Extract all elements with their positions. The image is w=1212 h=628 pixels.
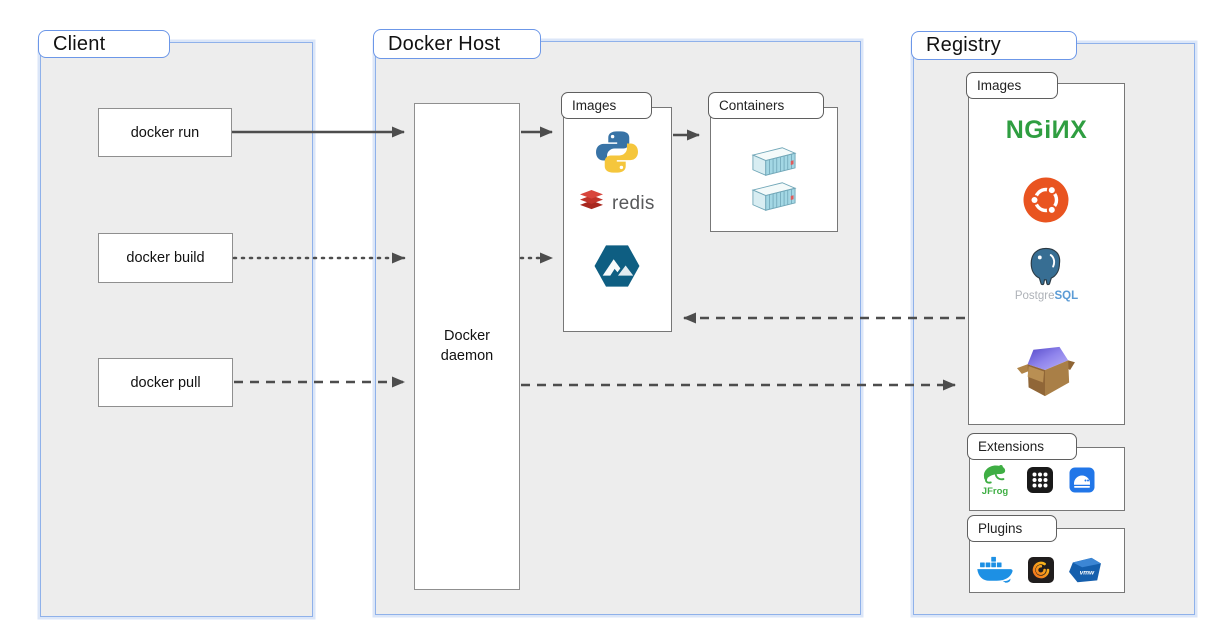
containers-group-tab: Containers (708, 92, 824, 119)
grafana-icon (1027, 556, 1055, 584)
registry-images-group-tab: Images (966, 72, 1058, 99)
vmware-text: vmw (1080, 570, 1095, 577)
client-frame-label: Client (53, 32, 106, 55)
redis-text: redis (612, 193, 655, 214)
host-images-group-tab: Images (561, 92, 652, 119)
docker-host-frame-tab: Docker Host (373, 29, 541, 59)
docker-build-node: docker build (98, 233, 233, 283)
host-images-group-label: Images (572, 98, 617, 113)
containers-group-label: Containers (719, 98, 785, 113)
jfrog-text: JFrog (981, 486, 1009, 497)
app-grid-icon (1026, 466, 1054, 494)
container-icon (750, 145, 798, 178)
docker-daemon-node: Docker daemon (414, 103, 520, 590)
docker-run-node: docker run (98, 108, 232, 157)
registry-frame-tab: Registry (911, 31, 1077, 60)
postgresql-wordmark: PostgreSQL (968, 290, 1125, 302)
busybox-icon (1013, 342, 1077, 398)
client-frame-tab: Client (38, 30, 170, 58)
docker-host-frame-label: Docker Host (388, 32, 501, 55)
python-icon (594, 129, 640, 175)
alpine-linux-icon (592, 244, 642, 288)
ubuntu-icon (1023, 177, 1069, 223)
redis-logo: redis (578, 190, 655, 218)
nginx-logo: NGiИX (1005, 116, 1088, 144)
container-icon (750, 180, 798, 213)
plugins-group-tab: Plugins (967, 515, 1057, 542)
storage-app-icon (1069, 467, 1095, 493)
plugins-group-label: Plugins (978, 521, 1023, 536)
docker-pull-node: docker pull (98, 358, 233, 407)
docker-pull-label: docker pull (130, 374, 201, 391)
extensions-group-label: Extensions (978, 439, 1045, 454)
docker-daemon-label: Docker daemon (440, 327, 494, 364)
jfrog-icon: JFrog (977, 463, 1013, 497)
postgresql-text-gray: Postgre (1014, 290, 1055, 302)
docker-build-label: docker build (126, 250, 205, 266)
postgresql-text-blue: SQL (1054, 290, 1079, 302)
postgresql-icon (1024, 246, 1068, 288)
docker-whale-icon (976, 556, 1014, 584)
vmware-icon: vmw (1066, 555, 1104, 585)
docker-run-label: docker run (130, 124, 200, 141)
host-images-group (563, 107, 672, 332)
redis-icon (578, 190, 605, 218)
registry-frame-label: Registry (926, 34, 1001, 56)
registry-images-group-label: Images (977, 78, 1022, 93)
extensions-group-tab: Extensions (967, 433, 1077, 460)
